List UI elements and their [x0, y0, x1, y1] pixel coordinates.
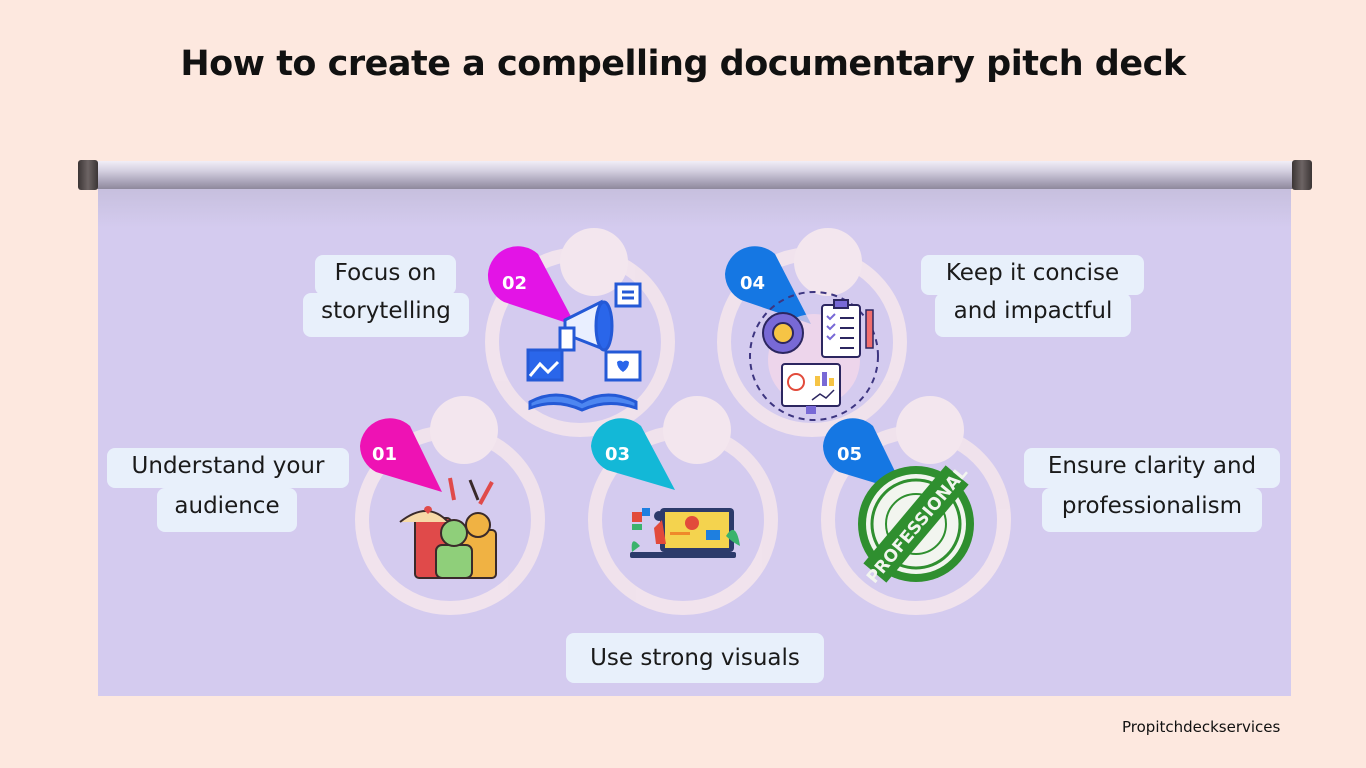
professional-stamp-icon: PROFESSIONAL [858, 463, 974, 588]
megaphone-book-icon [526, 282, 642, 412]
pointer-05 [823, 418, 905, 492]
step-label-02-line1: Focus on [315, 255, 456, 295]
step-label-05-line2: professionalism [1042, 488, 1262, 532]
step-number-02: 02 [502, 273, 528, 294]
pointer-03 [591, 418, 675, 490]
step-number-05: 05 [837, 444, 863, 465]
audience-icon [399, 477, 497, 579]
screen-roller [86, 161, 1294, 189]
pointer-04 [725, 246, 811, 324]
knob-03 [663, 396, 731, 464]
visual-design-icon [630, 508, 740, 558]
step-number-04: 04 [740, 273, 766, 294]
knob-01 [430, 396, 498, 464]
footer-brand: Propitchdeckservices [1122, 718, 1281, 736]
pointer-02 [487, 246, 576, 326]
step-label-04-line2: and impactful [935, 293, 1131, 337]
step-number-01: 01 [372, 444, 398, 465]
step-number-03: 03 [605, 444, 631, 465]
step-label-01-line1: Understand your [107, 448, 349, 488]
page-title: How to create a compelling documentary p… [180, 44, 1186, 84]
step-label-03: Use strong visuals [566, 633, 824, 683]
knob-04 [794, 228, 862, 296]
roller-cap-right [1292, 160, 1312, 190]
pointer-01 [360, 418, 442, 492]
knob-05 [896, 396, 964, 464]
knob-02 [560, 228, 628, 296]
step-label-05-line1: Ensure clarity and [1024, 448, 1280, 488]
step-label-04-line1: Keep it concise [921, 255, 1144, 295]
step-label-02-line2: storytelling [303, 293, 469, 337]
step-label-01-line2: audience [157, 488, 297, 532]
checklist-analytics-icon [749, 291, 879, 421]
roller-cap-left [78, 160, 98, 190]
